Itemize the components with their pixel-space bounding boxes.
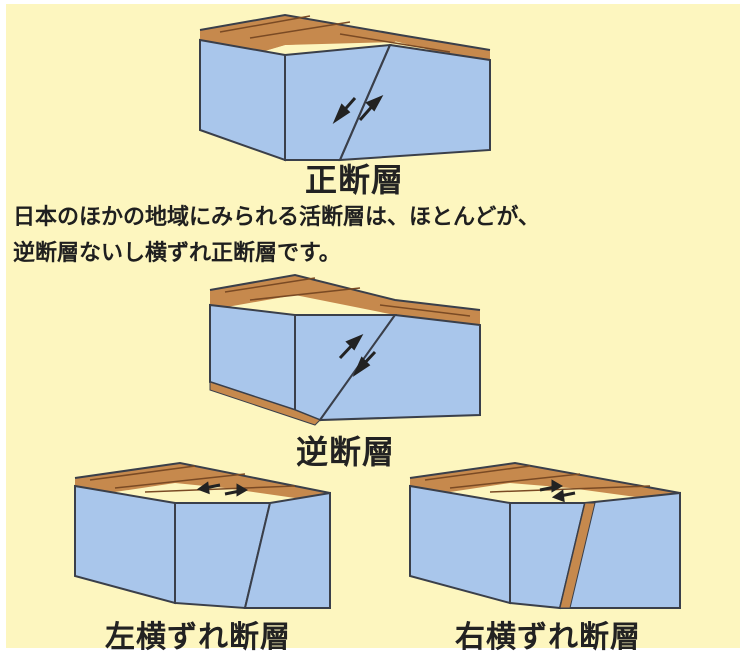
slip-arrow-icon (539, 479, 576, 503)
right-lateral-fault-label: 右横ずれ断層 (455, 620, 641, 655)
caption-line-1: 日本のほかの地域にみられる活断層は、ほとんどが、 (13, 205, 540, 230)
reverse-fault-label: 逆断層 (296, 433, 396, 471)
left-lateral-fault-block (74, 461, 331, 610)
slip-arrow-icon (338, 333, 377, 378)
normal-fault-label: 正断層 (305, 161, 405, 199)
slip-arrow-icon (332, 94, 384, 125)
normal-fault-block (199, 13, 491, 162)
right-lateral-fault-block (409, 461, 681, 610)
caption-line-2: 逆断層ないし横ずれ正断層です。 (13, 241, 341, 266)
caption-text: 日本のほかの地域にみられる活断層は、ほとんどが、 逆断層ないし横ずれ正断層です。 (13, 200, 540, 272)
reverse-fault-block (209, 273, 481, 426)
left-lateral-fault-label: 左横ずれ断層 (105, 620, 291, 655)
slip-arrow-icon (196, 481, 249, 497)
